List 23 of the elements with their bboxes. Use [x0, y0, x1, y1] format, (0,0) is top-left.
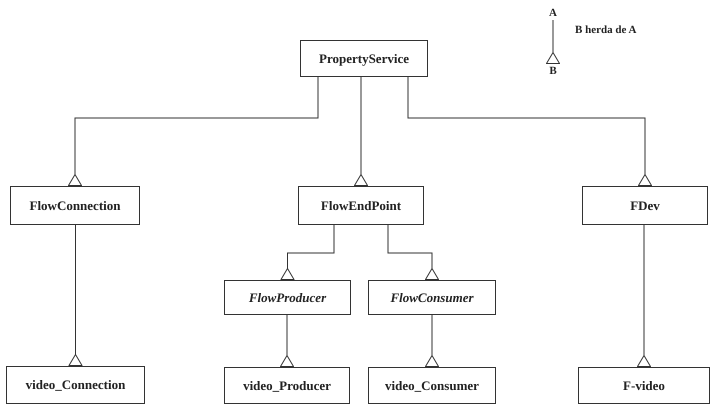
inheritance-arrow	[68, 76, 318, 186]
inheritance-arrow	[425, 314, 439, 368]
inheritance-arrow	[408, 76, 652, 186]
class-box: PropertyService	[300, 40, 428, 77]
inheritance-arrow	[388, 224, 439, 280]
class-box: FDev	[582, 186, 708, 225]
class-box: video_Producer	[224, 367, 350, 404]
class-box: video_Connection	[6, 366, 145, 404]
class-box: F-video	[578, 367, 710, 404]
class-letter: A	[547, 6, 559, 20]
class-box: FlowConsumer	[368, 280, 496, 315]
inheritance-arrow	[546, 20, 560, 64]
class-box: FlowEndPoint	[298, 186, 424, 225]
class-box: FlowConnection	[10, 186, 140, 225]
class-box: video_Consumer	[368, 367, 496, 404]
inheritance-arrow	[354, 76, 368, 186]
legend-note: B herda de A	[575, 24, 636, 36]
class-box: FlowProducer	[224, 280, 351, 315]
inheritance-arrow	[280, 314, 294, 368]
inheritance-arrow	[280, 224, 334, 280]
inheritance-arrow	[68, 224, 82, 366]
inheritance-arrow	[637, 224, 651, 368]
class-letter: B	[547, 64, 559, 78]
